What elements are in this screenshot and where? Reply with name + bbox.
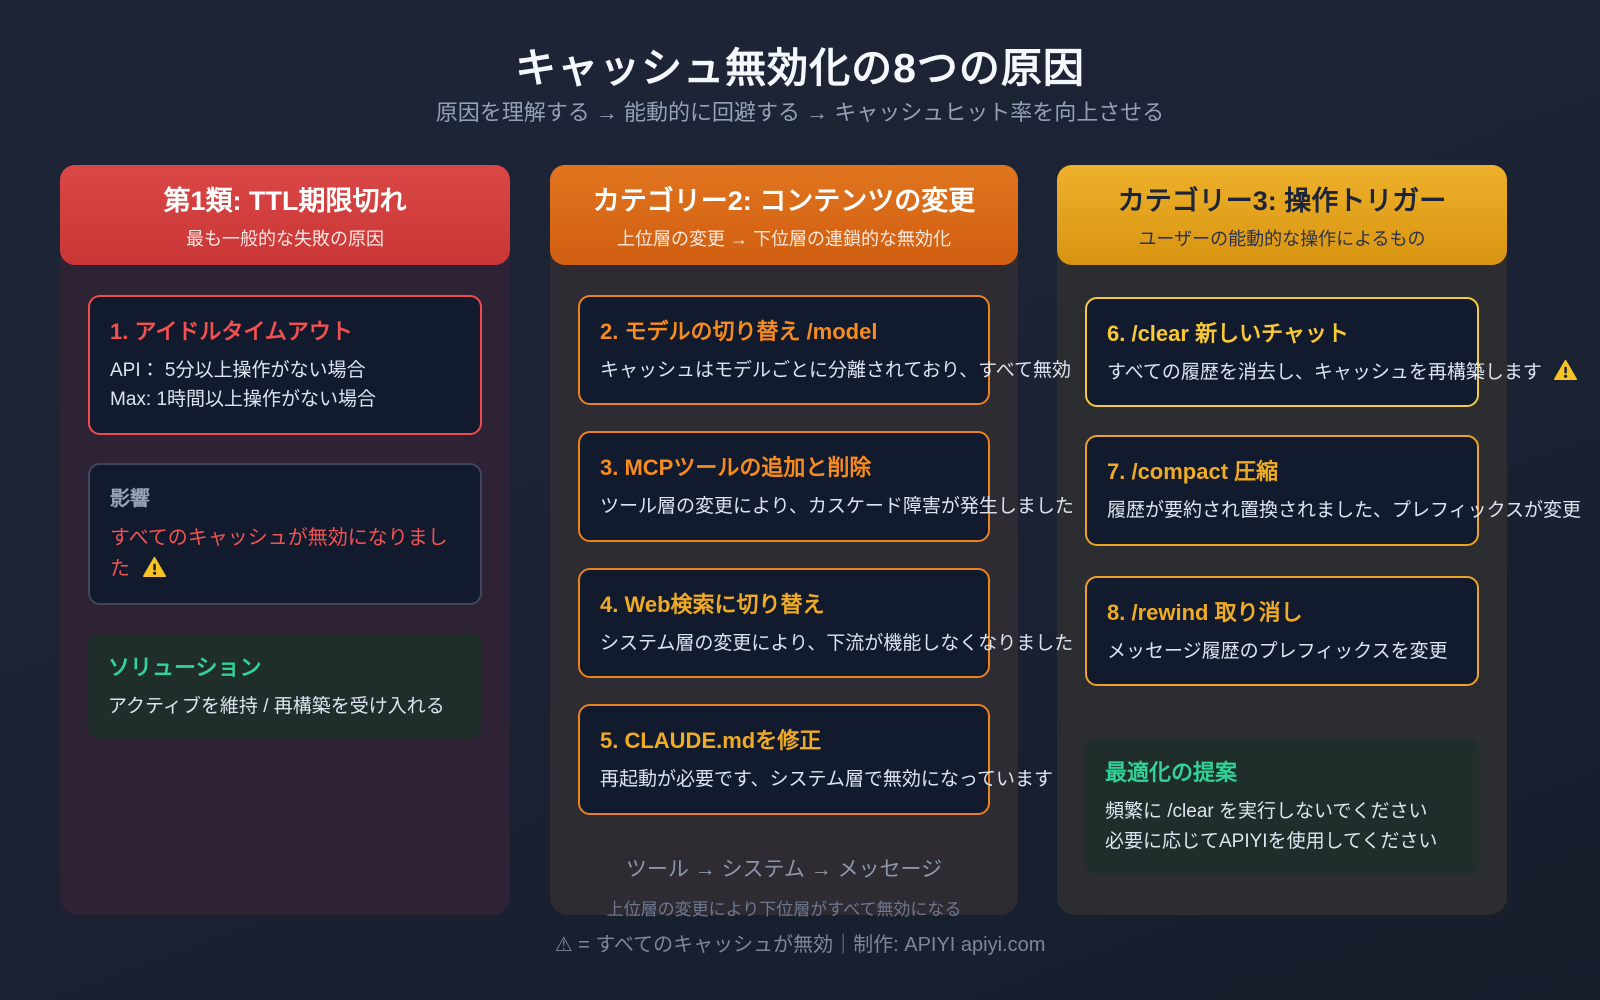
column-header-subtitle: ユーザーの能動的な操作によるもの bbox=[1138, 229, 1426, 249]
warning-icon bbox=[1554, 360, 1578, 381]
column-header-subtitle: 最も一般的な失敗の原因 bbox=[186, 229, 384, 249]
card-text: ツール層の変更により、カスケード障害が発生しました bbox=[600, 496, 1074, 518]
card-compact: 7. /compact 圧縮 履歴が要約され置換されました、プレフィックスが変更 bbox=[1085, 435, 1582, 546]
column-content-header: カテゴリー2: コンテンツの変更 上位層の変更 → 下位層の連鎖的な無効化 bbox=[550, 165, 1018, 265]
page-footer: ⚠ = すべてのキャッシュが無効｜制作: APIYI apiyi.com bbox=[554, 934, 1046, 956]
card-line: Max: 1時間以上操作がない場合 bbox=[110, 389, 377, 411]
column-header-title: 第1類: TTL期限切れ bbox=[163, 186, 407, 216]
column-header-title: カテゴリー3: 操作トリガー bbox=[1117, 186, 1447, 216]
card-title: 7. /compact 圧縮 bbox=[1107, 459, 1279, 485]
card-mcp-tools: 3. MCPツールの追加と削除 ツール層の変更により、カスケード障害が発生しまし… bbox=[578, 431, 1074, 542]
cascade-explanation: 上位層の変更により下位層がすべて無効になる bbox=[606, 899, 962, 919]
cascade-note: ツール → システム → メッセージ 上位層の変更により下位層がすべて無効になる bbox=[550, 853, 1018, 920]
card-text: 再起動が必要です、システム層で無効になっています bbox=[600, 769, 1053, 791]
card-line: API： 5分以上操作がない場合 bbox=[110, 360, 366, 381]
card-impact: 影響 すべてのキャッシュが無効になりました bbox=[88, 462, 482, 605]
solution-title: ソリューション bbox=[108, 654, 262, 680]
card-title: 5. CLAUDE.mdを修正 bbox=[600, 728, 822, 754]
card-optimization: 最適化の提案 頻繁に /clear を実行しないでください 必要に応じてAPIY… bbox=[1085, 738, 1479, 875]
card-claude-md: 5. CLAUDE.mdを修正 再起動が必要です、システム層で無効になっています bbox=[578, 704, 1053, 815]
card-idle-timeout: 1. アイドルタイムアウト API： 5分以上操作がない場合 Max: 1時間以… bbox=[88, 295, 482, 435]
card-title: 1. アイドルタイムアウト bbox=[110, 319, 353, 344]
card-clear: 6. /clear 新しいチャット すべての履歴を消去し、キャッシュを再構築しま… bbox=[1085, 297, 1578, 408]
page-title: キャッシュ無効化の8つの原因 bbox=[515, 45, 1085, 91]
column-header-subtitle: 上位層の変更 → 下位層の連鎖的な無効化 bbox=[616, 229, 951, 249]
solution-text: アクティブを維持 / 再構築を受け入れる bbox=[108, 695, 445, 717]
column-content-change: カテゴリー2: コンテンツの変更 上位層の変更 → 下位層の連鎖的な無効化 2.… bbox=[550, 165, 1074, 919]
card-title: 2. モデルの切り替え /model bbox=[600, 319, 878, 344]
card-text: メッセージ履歴のプレフィックスを変更 bbox=[1107, 640, 1448, 662]
column-operation-trigger: カテゴリー3: 操作トリガー ユーザーの能動的な操作によるもの 6. /clea… bbox=[1057, 165, 1582, 915]
impact-text-value: すべてのキャッシュが無効になりました bbox=[110, 526, 448, 580]
warning-icon bbox=[142, 556, 166, 577]
card-text: システム層の変更により、下流が機能しなくなりました bbox=[600, 632, 1074, 654]
optimization-line: 必要に応じてAPIYIを使用してください bbox=[1105, 830, 1438, 852]
card-title: 3. MCPツールの追加と削除 bbox=[600, 455, 872, 481]
column-ttl: 第1類: TTL期限切れ 最も一般的な失敗の原因 1. アイドルタイムアウト A… bbox=[60, 165, 510, 915]
optimization-title: 最適化の提案 bbox=[1105, 760, 1238, 786]
cascade-chain: ツール → システム → メッセージ bbox=[625, 857, 943, 881]
impact-label: 影響 bbox=[110, 487, 150, 510]
card-web-search: 4. Web検索に切り替え システム層の変更により、下流が機能しなくなりました bbox=[578, 567, 1074, 679]
card-text: すべての履歴を消去し、キャッシュを再構築します bbox=[1107, 358, 1578, 387]
card-text: 履歴が要約され置換されました、プレフィックスが変更 bbox=[1107, 500, 1582, 522]
card-text-value: すべての履歴を消去し、キャッシュを再構築します bbox=[1107, 362, 1542, 383]
impact-text: すべてのキャッシュが無効になりました bbox=[110, 523, 460, 585]
card-solution: ソリューション アクティブを維持 / 再構築を受け入れる bbox=[88, 632, 482, 740]
card-model-switch: 2. モデルの切り替え /model キャッシュはモデルごとに分離されており、す… bbox=[578, 295, 1072, 406]
column-ttl-header: 第1類: TTL期限切れ 最も一般的な失敗の原因 bbox=[60, 165, 510, 265]
card-rewind: 8. /rewind 取り消し メッセージ履歴のプレフィックスを変更 bbox=[1085, 575, 1479, 687]
card-text: キャッシュはモデルごとに分離されており、すべて無効 bbox=[600, 360, 1072, 381]
column-header-title: カテゴリー2: コンテンツの変更 bbox=[592, 186, 976, 216]
column-operation-header: カテゴリー3: 操作トリガー ユーザーの能動的な操作によるもの bbox=[1057, 165, 1507, 265]
optimization-line: 頻繁に /clear を実行しないでください bbox=[1105, 801, 1428, 823]
card-title: 4. Web検索に切り替え bbox=[600, 591, 825, 617]
card-title: 8. /rewind 取り消し bbox=[1107, 599, 1303, 625]
card-title: 6. /clear 新しいチャット bbox=[1107, 321, 1349, 346]
page-subtitle: 原因を理解する → 能動的に回避する → キャッシュヒット率を向上させる bbox=[435, 100, 1165, 125]
